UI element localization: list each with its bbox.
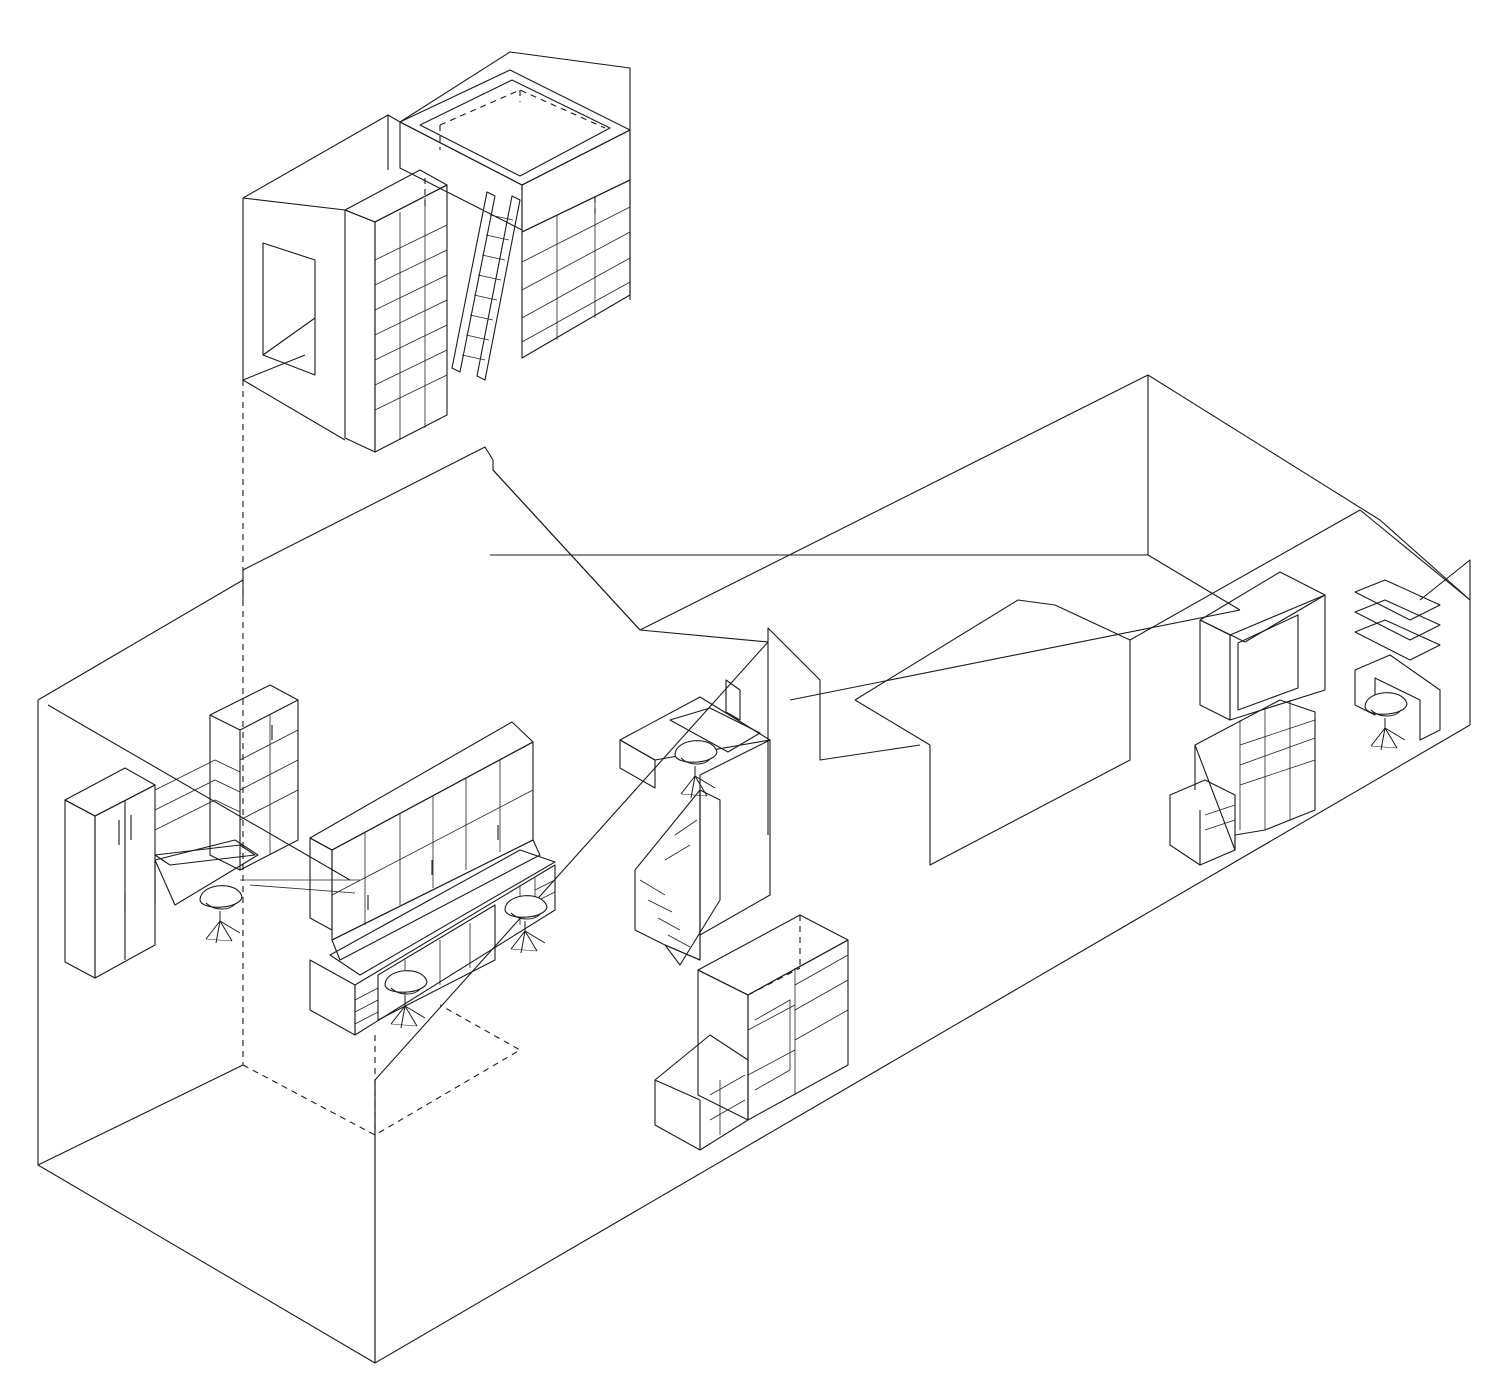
- chair-icon: [674, 740, 718, 799]
- building-shell: [37, 374, 1471, 1364]
- ladder-icon: [451, 191, 521, 381]
- chair-icon: [504, 895, 548, 954]
- left-shelving-unit: [154, 684, 299, 906]
- loft-projection-lines: [242, 380, 522, 1136]
- front-storage-unit: [654, 914, 849, 1151]
- chair-icon: [199, 885, 243, 944]
- loft-window: [262, 242, 316, 376]
- left-wardrobe: [64, 767, 156, 979]
- chair-icon: [1364, 692, 1408, 751]
- chairs: [199, 692, 1408, 1029]
- loft-inset: [242, 51, 631, 453]
- bed-loft-with-stairs: [619, 679, 771, 966]
- chair-icon: [384, 970, 428, 1029]
- right-storage-and-window-seat: [1169, 571, 1441, 866]
